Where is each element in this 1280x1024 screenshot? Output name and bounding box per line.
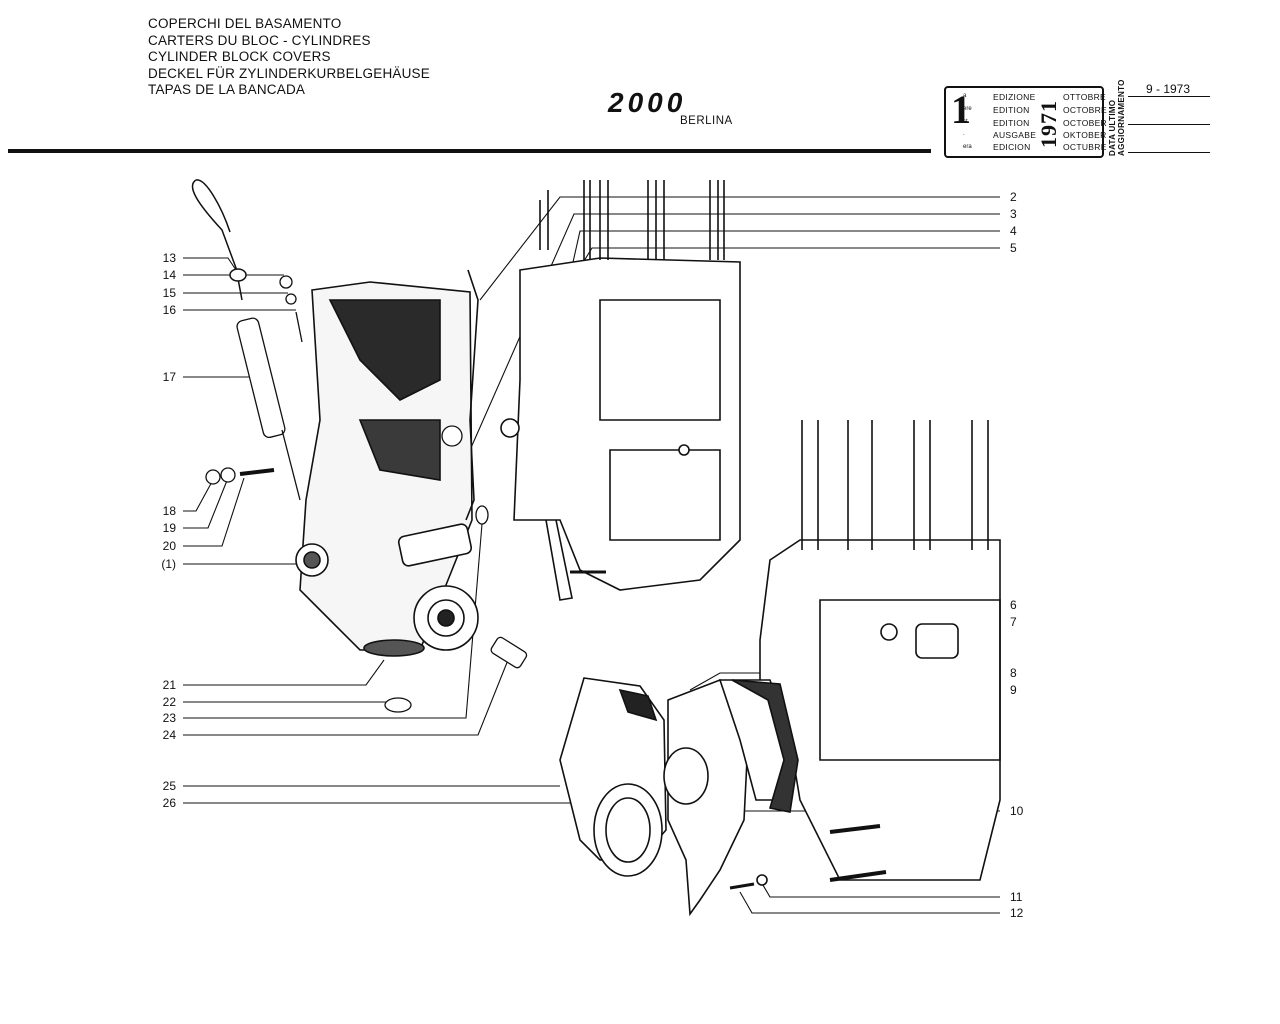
callout-8: 8 xyxy=(1010,666,1017,680)
edition-suffix: era xyxy=(963,144,972,150)
edition-word: EDICION xyxy=(993,142,1031,152)
edition-box: 1 a ere st . era EDIZIONE EDITION EDITIO… xyxy=(944,86,1107,158)
cylinder-block-lower xyxy=(759,420,1001,882)
callout-11: 11 xyxy=(1010,890,1023,904)
callout-2: 2 xyxy=(1010,190,1017,204)
callout-14: 14 xyxy=(163,268,177,282)
callout-3: 3 xyxy=(1010,207,1017,221)
callout-4: 4 xyxy=(1010,224,1017,238)
callout-6: 6 xyxy=(1010,598,1017,612)
edition-month: OCTUBRE xyxy=(1063,142,1107,152)
edition-number: 1 xyxy=(951,87,971,132)
timing-cover xyxy=(295,281,479,657)
leader-line xyxy=(183,477,245,547)
edition-suffix: . xyxy=(963,131,965,137)
leader-line xyxy=(759,879,1000,898)
update-line xyxy=(1128,152,1210,153)
callout-21: 21 xyxy=(163,678,177,692)
last-update-date: 9 - 1973 xyxy=(1146,82,1191,96)
edition-suffix: st xyxy=(963,119,968,125)
callout-23: 23 xyxy=(163,711,177,725)
title-english: CYLINDER BLOCK COVERS xyxy=(148,49,331,64)
title-spanish: TAPAS DE LA BANCADA xyxy=(148,82,306,97)
callout-9: 9 xyxy=(1010,683,1017,697)
edition-month: OTTOBRE xyxy=(1063,92,1107,102)
dipstick xyxy=(191,179,247,301)
callout-16: 16 xyxy=(163,303,177,317)
section-titles: COPERCHI DEL BASAMENTO CARTERS DU BLOC -… xyxy=(148,16,430,99)
edition-suffix: a xyxy=(963,93,967,99)
leader-line xyxy=(183,257,237,271)
callout-20: 20 xyxy=(163,539,177,553)
callout-24: 24 xyxy=(163,728,177,742)
header-rule xyxy=(8,149,931,153)
callout-22: 22 xyxy=(163,695,177,709)
small-parts-left xyxy=(205,275,528,713)
callout-labels-right: 2 3 4 5 6 7 8 9 10 11 12 xyxy=(1010,190,1024,920)
model-subtitle: BERLINA xyxy=(680,115,733,127)
callout-17: 17 xyxy=(163,370,177,384)
callout-10: 10 xyxy=(1010,804,1024,818)
leader-line xyxy=(183,659,509,736)
callout-5: 5 xyxy=(1010,241,1017,255)
title-italian: COPERCHI DEL BASAMENTO xyxy=(148,16,342,31)
callout-12: 12 xyxy=(1010,906,1024,920)
leader-line xyxy=(183,659,385,686)
edition-word: AUSGABE xyxy=(993,130,1037,140)
rear-covers xyxy=(559,677,799,917)
leader-line xyxy=(739,891,1000,914)
leader-line xyxy=(469,213,1000,451)
callout-labels-left: 13 14 15 16 17 18 19 20 (1) 21 22 23 24 … xyxy=(161,251,176,810)
update-line xyxy=(1128,96,1210,97)
edition-suffix: ere xyxy=(963,106,972,112)
callout-15: 15 xyxy=(163,286,177,300)
title-french: CARTERS DU BLOC - CYLINDRES xyxy=(148,32,371,48)
title-german: DECKEL FÜR ZYLINDERKURBELGEHÄUSE xyxy=(148,65,430,81)
model-logo-text: 2000 xyxy=(607,90,686,118)
leader-line xyxy=(479,196,1000,301)
edition-month: OCTOBER xyxy=(1063,118,1107,128)
leader-line xyxy=(183,477,229,529)
callout-19: 19 xyxy=(163,521,177,535)
cylinder-block-upper xyxy=(500,180,741,591)
callout-25: 25 xyxy=(163,779,177,793)
edition-month: OCTOBRE xyxy=(1063,105,1107,115)
edition-word: EDIZIONE xyxy=(993,92,1036,102)
edition-word: EDITION xyxy=(993,105,1030,115)
leader-line xyxy=(183,523,483,719)
callout-26: 26 xyxy=(163,796,177,810)
callout-7: 7 xyxy=(1010,615,1017,629)
callout-1-ref: (1) xyxy=(161,557,176,571)
leader-line xyxy=(183,477,215,512)
callout-13: 13 xyxy=(163,251,177,265)
edition-word: EDITION xyxy=(993,118,1030,128)
update-line xyxy=(1128,124,1210,125)
model-logo: 2000 xyxy=(607,90,686,118)
edition-month: OKTOBER xyxy=(1063,130,1107,140)
callout-18: 18 xyxy=(163,504,177,518)
